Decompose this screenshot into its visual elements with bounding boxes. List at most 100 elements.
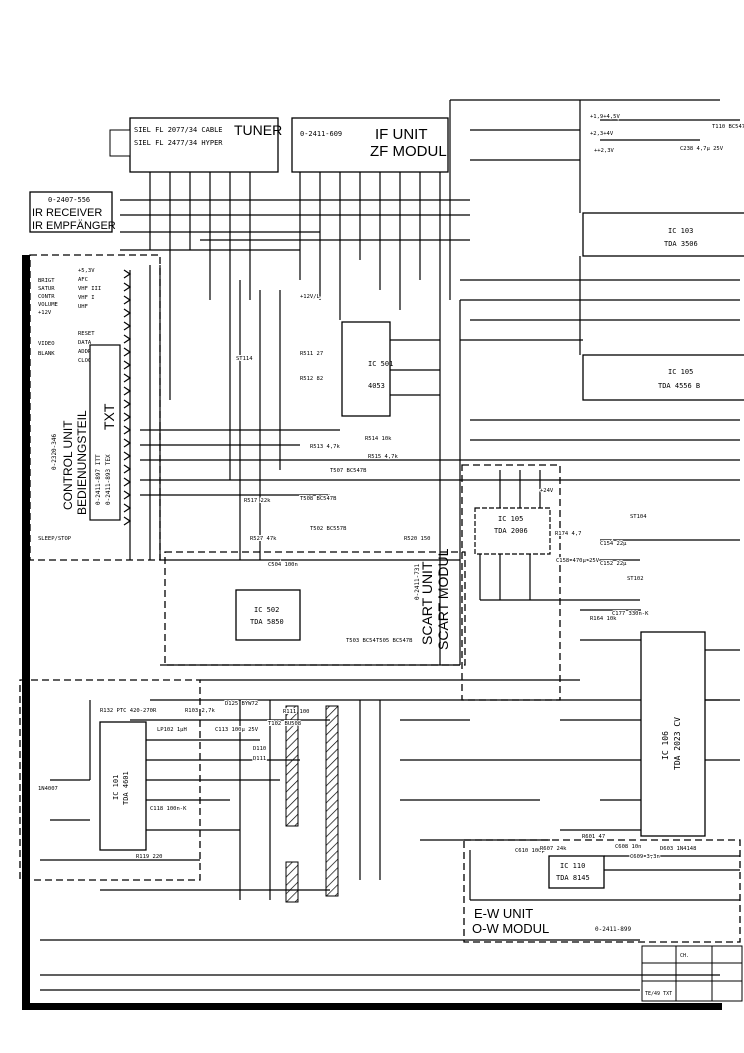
ew-title1: E-W UNIT <box>474 906 533 921</box>
ew-unit-label: E-W UNIT O-W MODUL 0-2411-899 <box>472 906 632 936</box>
if-unit-title1: IF UNIT <box>375 126 428 143</box>
connector-pin <box>123 295 132 305</box>
module-border <box>164 551 466 666</box>
scart-title1: SCART UNIT <box>419 561 435 645</box>
connector-pin <box>123 477 132 487</box>
component-label-r512: R512 82 <box>300 376 323 382</box>
control-unit-pin-label: AFC <box>78 277 88 283</box>
if-unit-part: 0-2411-609 <box>300 130 342 138</box>
component-label-c152: C152 22µ <box>600 561 627 567</box>
txt-part1: 0-2411-897 ITT <box>95 454 102 505</box>
ir-title2: IR EMPFÄNGER <box>32 220 116 232</box>
control-unit-pin-label: RESET <box>78 331 95 337</box>
ic106-type: TDA 2023 CV <box>673 717 682 770</box>
connector-pin <box>123 386 132 396</box>
ic501: IC 501 4053 <box>341 321 393 417</box>
frame-bottom <box>22 1003 722 1010</box>
wires <box>40 99 740 991</box>
ic103-type: TDA 3506 <box>664 240 698 248</box>
transformer <box>285 705 339 903</box>
component-label-r511: R511 27 <box>300 351 323 357</box>
if-unit-block: 0-2411-609 IF UNIT ZF MODUL <box>291 117 449 173</box>
component-label-v1: +1,9+4,5V <box>590 114 620 120</box>
component-label-r517: R517 22k <box>244 498 271 504</box>
component-label-st104: ST104 <box>630 514 647 520</box>
component-label-r111: R111 100 <box>283 709 310 715</box>
control-unit-pin-label: UHF <box>78 304 88 310</box>
txt-module: TXT 0-2411-897 ITT 0-2411-893 TEX <box>89 344 121 521</box>
control-unit-pin-label: CLOCK <box>78 358 95 364</box>
component-label-t502: T502 BC557B <box>310 526 347 532</box>
scart-title2: SCART MODUL <box>435 548 451 650</box>
component-label-r174: R174 4,7 <box>555 531 582 537</box>
control-unit-pin-label: BRIGT <box>38 278 55 284</box>
ic-audio-name: IC 105 <box>498 515 523 523</box>
connector-pin <box>123 425 132 435</box>
ic101-type: TDA 4601 <box>122 771 130 805</box>
txt-title: TXT <box>101 403 117 430</box>
component-label-d125: D125 BYW72 <box>225 701 258 707</box>
ic501-type: 4053 <box>368 382 385 390</box>
component-label-lp102: LP102 1µH <box>157 727 187 733</box>
component-label-r607: R607 24k <box>540 846 567 852</box>
module-border <box>463 839 741 943</box>
connector-pin <box>123 516 132 526</box>
ew-title2: O-W MODUL <box>472 921 549 936</box>
title-block <box>641 945 743 1002</box>
component-label-t505: T505 BC547B <box>376 638 413 644</box>
module-border <box>461 464 561 701</box>
component-label-v2: +2,3+4V <box>590 131 614 137</box>
ir-part: 0-2407-556 <box>48 196 90 204</box>
control-unit-part: 0-2320-346 <box>51 433 58 470</box>
connector-pin <box>123 464 132 474</box>
connector-pin <box>123 503 132 513</box>
component-label-t102: T102 BU508 <box>268 721 301 727</box>
component-label-c610: C610 100p <box>515 848 545 854</box>
component-label-r103: R103 2,7k <box>185 708 215 714</box>
component-label-r513: R513 4,7k <box>310 444 340 450</box>
module-border <box>19 679 201 881</box>
component-label-v12: +12V/L <box>300 294 321 300</box>
component-label-t507: T507 BC547B <box>330 468 367 474</box>
component-label-v24: +24V <box>540 488 554 494</box>
if-unit-title2: ZF MODUL <box>370 143 447 160</box>
component-label-r164: R164 10k <box>590 616 617 622</box>
component-label-c238: C238 4,7µ 25V <box>680 146 724 152</box>
component-label-c504: C504 100n <box>268 562 298 568</box>
component-label-d603: D603 1N4148 <box>660 846 696 852</box>
control-unit-title1: CONTROL UNIT <box>61 420 75 510</box>
component-label-d111: D111 <box>253 756 266 762</box>
component-label-r527: R527 47k <box>250 536 277 542</box>
component-label-c177: C177 330n-K <box>612 611 649 617</box>
ic105: IC 105 TDA 4556 B <box>582 354 744 401</box>
ic110: IC 110 TDA 8145 <box>548 855 605 889</box>
tuner-title: TUNER <box>234 122 282 138</box>
scart-part: 0-2411-731 <box>414 563 421 600</box>
control-unit-pin-label: ADDR <box>78 349 92 355</box>
connector-pin <box>123 360 132 370</box>
control-unit-title2: BEDIENUNGSTEIL <box>75 410 89 515</box>
ic-audio-type: TDA 2006 <box>494 527 528 535</box>
component-label-bridge: 1N4007 <box>38 786 58 792</box>
connector-pin <box>123 282 132 292</box>
ic105-name: IC 105 <box>668 368 693 376</box>
component-label-c609: C609 3,3n <box>630 854 660 860</box>
ic101: IC 101 TDA 4601 <box>99 721 147 851</box>
control-unit-pin-label: +5,3V <box>78 268 95 274</box>
ic-audio: IC 105 TDA 2006 <box>474 507 551 555</box>
component-label-v3: ++2,3V <box>594 148 615 154</box>
connector-pin <box>123 308 132 318</box>
connector-pin <box>123 334 132 344</box>
txt-part2: 0-2411-893 TEX <box>105 454 112 505</box>
connector-pin <box>123 321 132 331</box>
component-label-st102: ST102 <box>627 576 644 582</box>
ic502: IC 502 TDA 5850 <box>235 589 301 641</box>
component-label-t503: T503 BC547B <box>346 638 383 644</box>
connector-pin <box>123 451 132 461</box>
component-label-r520: R520 150 <box>404 536 431 542</box>
control-unit-pin-label: VHF III <box>78 286 101 292</box>
control-unit-pin-label: +12V <box>38 310 52 316</box>
ic110-type: TDA 8145 <box>556 874 590 882</box>
